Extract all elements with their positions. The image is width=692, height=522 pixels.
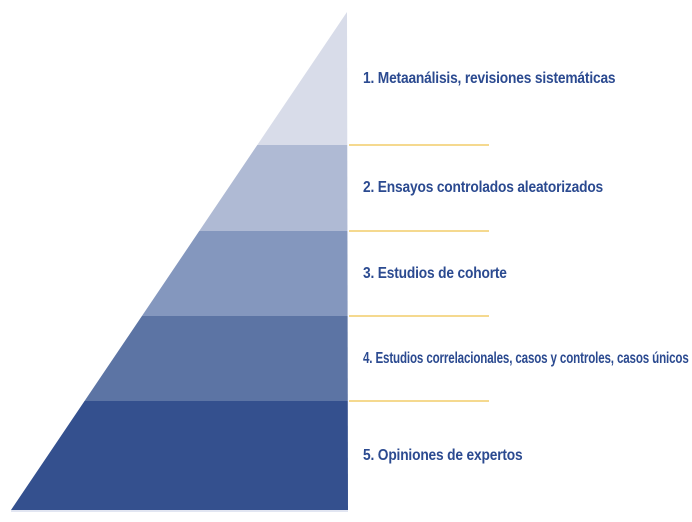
pyramid-level-3 (11, 231, 348, 316)
divider-lines (349, 144, 489, 402)
pyramid-level-4 (11, 316, 348, 401)
pyramid-level-5 (11, 401, 348, 510)
pyramid-bands (11, 12, 348, 510)
pyramid-level-1 (11, 12, 348, 145)
pyramid-level-2 (11, 145, 348, 231)
